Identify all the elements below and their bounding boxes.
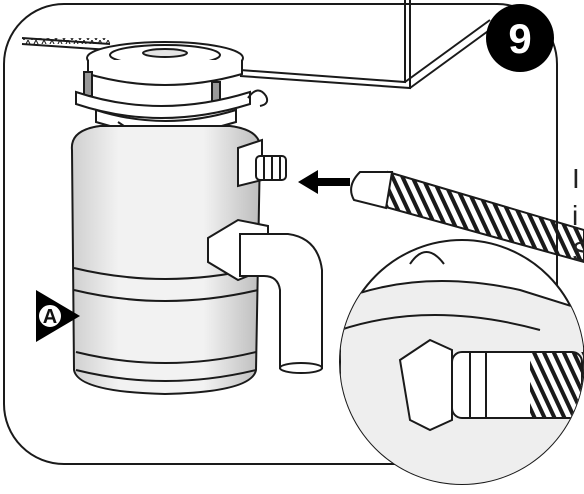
side-text-line-2: i bbox=[572, 200, 579, 231]
sink-cabinet bbox=[21, 0, 496, 90]
zoom-detail bbox=[339, 239, 584, 485]
callout-a: A bbox=[36, 290, 80, 342]
disposer-unit bbox=[70, 41, 323, 396]
side-text-line-1: I bbox=[572, 163, 580, 194]
step-number: 9 bbox=[508, 15, 531, 62]
side-text-line-3: S bbox=[572, 236, 584, 267]
insert-arrow bbox=[298, 170, 350, 194]
dishwasher-hose bbox=[350, 170, 584, 264]
callout-label: A bbox=[43, 306, 57, 328]
step-badge: 9 bbox=[486, 4, 554, 72]
